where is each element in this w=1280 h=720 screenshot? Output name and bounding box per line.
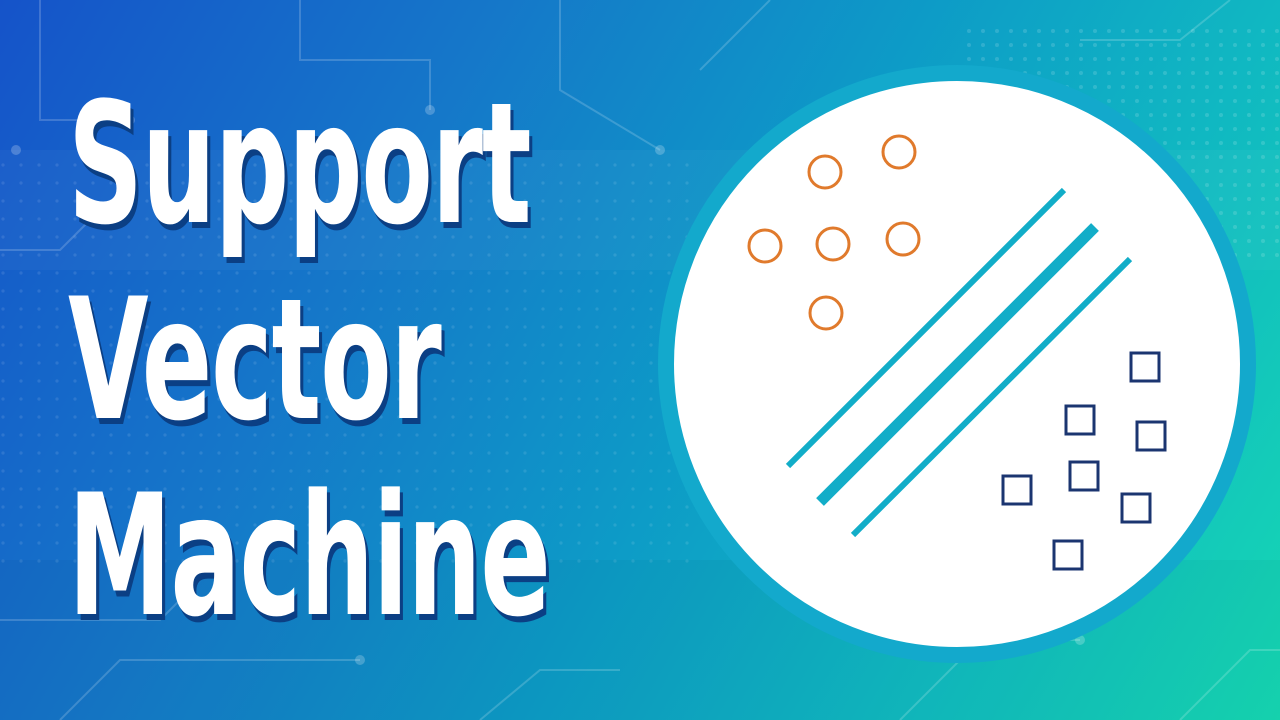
class-a-point: [881, 134, 917, 170]
title-line-machine: Machine: [68, 458, 551, 654]
margin-line-upper: [785, 187, 1067, 469]
class-b-point: [1129, 351, 1161, 383]
circuit-node: [355, 655, 365, 665]
svm-illustration: [657, 64, 1257, 664]
circuit-trace: [1179, 649, 1280, 720]
circuit-node: [655, 145, 665, 155]
title-block: Support Vector Machine: [68, 66, 668, 654]
margin-line-lower: [850, 256, 1133, 538]
circuit-trace: [59, 659, 360, 720]
title-line-vector: Vector: [68, 262, 442, 458]
circuit-node: [425, 105, 435, 115]
class-a-point: [885, 221, 921, 257]
circuit-node: [125, 115, 135, 125]
circuit-node: [11, 145, 21, 155]
circuit-trace: [1080, 0, 1231, 41]
circuit-trace: [299, 0, 431, 110]
circuit-node: [215, 555, 225, 565]
class-b-point: [1135, 420, 1167, 452]
circuit-trace: [479, 669, 620, 720]
circuit-trace: [0, 219, 91, 251]
class-b-point: [1001, 474, 1033, 506]
class-a-point: [815, 226, 851, 262]
circuit-trace: [699, 0, 771, 71]
circuit-trace: [0, 559, 221, 621]
svm-diagram: [658, 65, 1256, 663]
title-line-support: Support: [68, 66, 532, 262]
class-a-point: [747, 228, 783, 264]
decision-boundary-line: [816, 223, 1099, 506]
class-a-point: [807, 154, 843, 190]
class-b-point: [1068, 460, 1100, 492]
class-b-point: [1120, 492, 1152, 524]
class-b-point: [1052, 539, 1084, 571]
class-b-point: [1064, 404, 1096, 436]
circuit-trace: [39, 0, 130, 121]
class-a-point: [808, 295, 844, 331]
dot-pattern: [0, 150, 700, 570]
circuit-trace: [559, 0, 661, 151]
